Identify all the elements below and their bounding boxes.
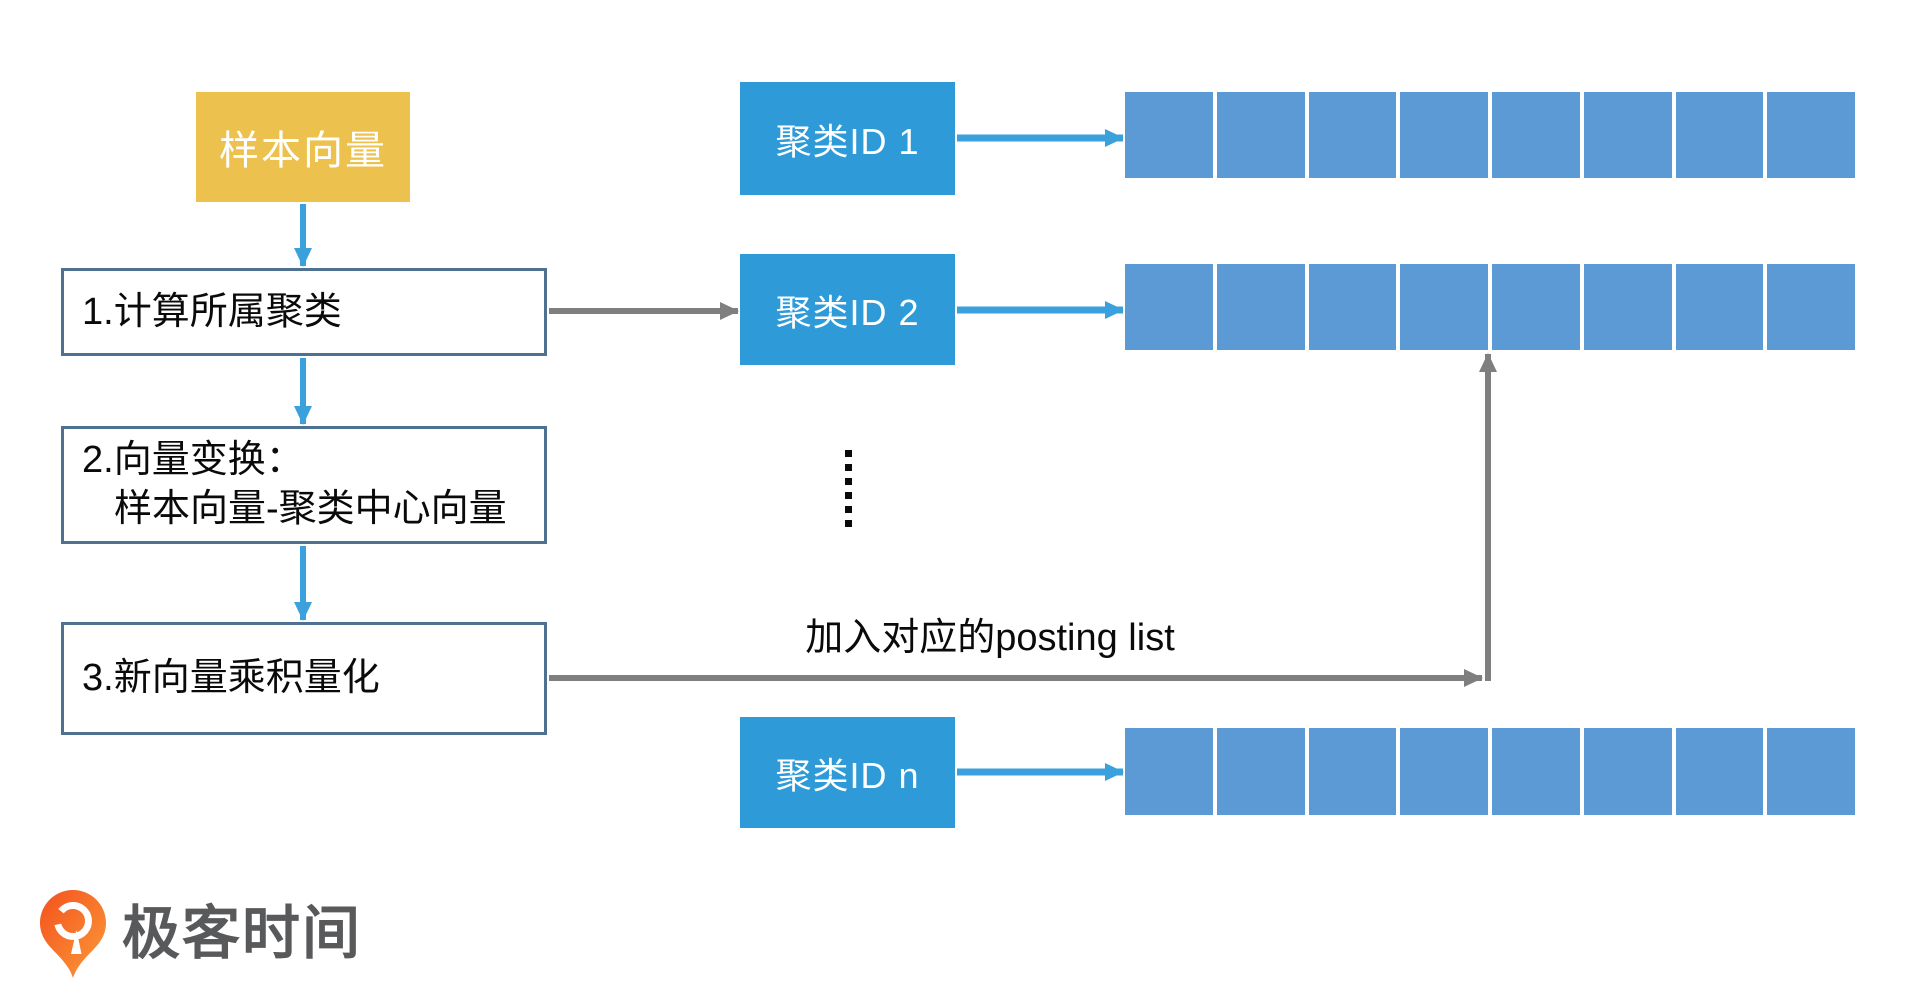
posting-cell — [1216, 92, 1305, 178]
posting-list-row-n — [1125, 728, 1855, 815]
posting-cell — [1216, 264, 1305, 350]
ellipsis-dot — [845, 450, 852, 457]
cluster-id-2-box: 聚类ID 2 — [740, 254, 955, 365]
posting-cell — [1308, 728, 1397, 815]
posting-cell — [1125, 264, 1213, 350]
cluster-id-1-box: 聚类ID 1 — [740, 82, 955, 195]
posting-cell — [1492, 264, 1580, 350]
posting-cell — [1767, 264, 1855, 350]
posting-cell — [1400, 264, 1488, 350]
step-2-label-line2: 样本向量-聚类中心向量 — [114, 488, 507, 530]
ellipsis-dot — [845, 464, 852, 471]
posting-cell — [1583, 92, 1672, 178]
posting-cell — [1125, 92, 1213, 178]
posting-cell — [1308, 92, 1397, 178]
posting-cell — [1125, 728, 1213, 815]
cluster-id-n-label: 聚类ID n — [775, 754, 920, 796]
posting-cell — [1675, 264, 1764, 350]
step-box-1: 1.计算所属聚类 — [61, 268, 547, 356]
posting-cell — [1216, 728, 1305, 815]
posting-cell — [1400, 92, 1488, 178]
posting-cell — [1492, 728, 1580, 815]
posting-cell — [1492, 92, 1580, 178]
ellipsis-dot — [845, 478, 852, 485]
posting-list-annotation: 加入对应的posting list — [805, 617, 1175, 659]
cluster-id-n-box: 聚类ID n — [740, 717, 955, 828]
posting-cell — [1767, 92, 1855, 178]
posting-list-row-1 — [1125, 92, 1855, 178]
brand-name: 极客时间 — [122, 901, 363, 966]
ellipsis-dot — [845, 506, 852, 513]
posting-list-row-2 — [1125, 264, 1855, 350]
posting-cell — [1675, 728, 1764, 815]
step-box-2: 2.向量变换： 样本向量-聚类中心向量 — [61, 426, 547, 544]
posting-cell — [1675, 92, 1764, 178]
start-node-sample-vector: 样本向量 — [196, 92, 410, 202]
posting-cell — [1583, 264, 1672, 350]
posting-cell — [1308, 264, 1397, 350]
ellipsis-dot — [845, 520, 852, 527]
brand-logo: 极客时间 — [40, 890, 362, 978]
posting-cell — [1583, 728, 1672, 815]
step-box-3: 3.新向量乘积量化 — [61, 622, 547, 735]
start-node-label: 样本向量 — [219, 129, 387, 173]
geektime-logo-icon — [40, 890, 106, 978]
cluster-id-2-label: 聚类ID 2 — [775, 291, 920, 333]
ellipsis-dots — [845, 450, 853, 527]
cluster-id-1-label: 聚类ID 1 — [775, 120, 920, 162]
step-2-label-line1: 2.向量变换： — [82, 439, 304, 482]
ellipsis-dot — [845, 492, 852, 499]
posting-cell — [1767, 728, 1855, 815]
posting-cell — [1400, 728, 1488, 815]
step-1-label: 1.计算所属聚类 — [82, 290, 342, 333]
step-3-label: 3.新向量乘积量化 — [82, 657, 380, 700]
